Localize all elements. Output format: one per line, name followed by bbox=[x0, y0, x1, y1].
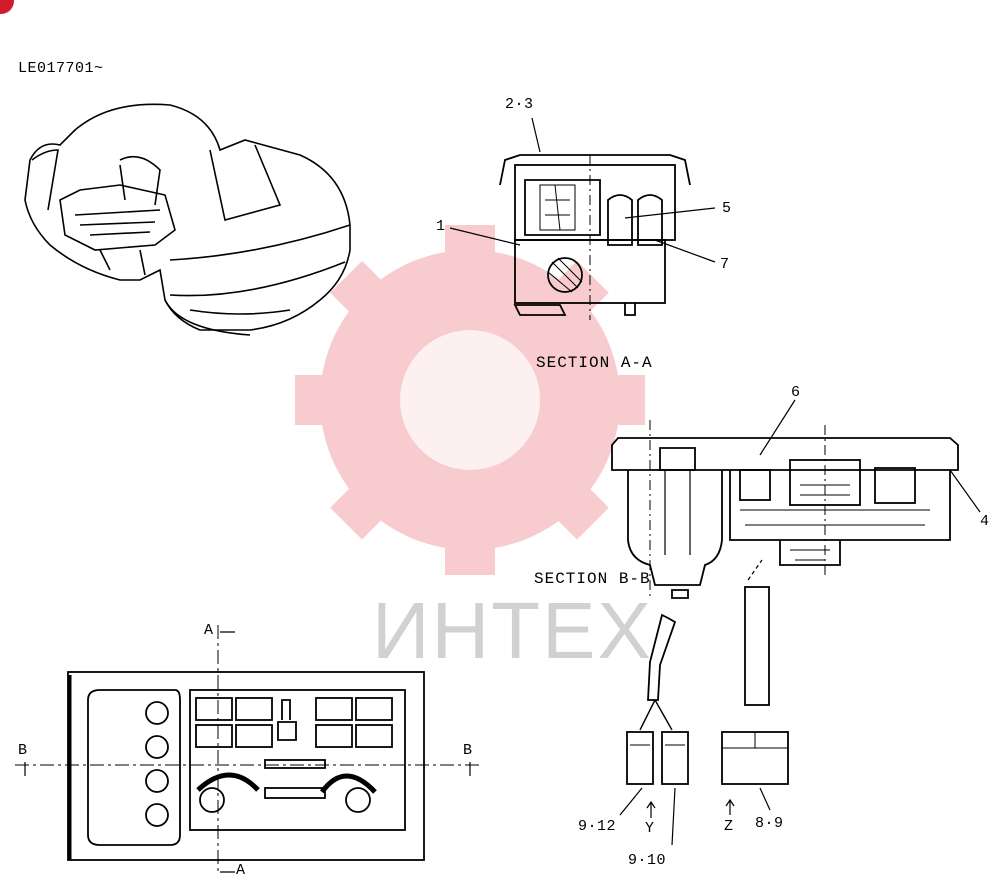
serial-note: LE017701~ bbox=[18, 60, 104, 77]
callout-9-12: 9·12 bbox=[578, 818, 617, 835]
callout-6: 6 bbox=[791, 384, 801, 401]
view-z-label: Z bbox=[724, 818, 734, 835]
section-a-a-title: SECTION A-A bbox=[536, 354, 653, 372]
harness-connectors bbox=[619, 559, 789, 846]
section-b-b-drawing bbox=[611, 399, 981, 600]
watermark-gear-hole bbox=[400, 330, 540, 470]
cut-mark-b-right: B bbox=[463, 742, 473, 759]
cut-mark-b-left: B bbox=[18, 742, 28, 759]
section-a-a-drawing bbox=[449, 117, 716, 320]
callout-7: 7 bbox=[720, 256, 730, 273]
cut-mark-a-top: A bbox=[204, 622, 214, 639]
callout-5: 5 bbox=[722, 200, 732, 217]
callout-1: 1 bbox=[436, 218, 446, 235]
monitor-front-panel bbox=[15, 625, 480, 873]
section-b-b-title: SECTION B-B bbox=[534, 570, 651, 588]
machine-overview bbox=[24, 103, 351, 336]
callout-2-3: 2·3 bbox=[505, 96, 534, 113]
callout-4: 4 bbox=[980, 513, 990, 530]
watermark-text: ИНТЕХ bbox=[372, 586, 653, 675]
view-y-label: Y bbox=[645, 820, 655, 837]
callout-9-10: 9·10 bbox=[628, 852, 667, 869]
cut-mark-a-bottom: A bbox=[236, 862, 246, 879]
callout-8-9: 8·9 bbox=[755, 815, 784, 832]
